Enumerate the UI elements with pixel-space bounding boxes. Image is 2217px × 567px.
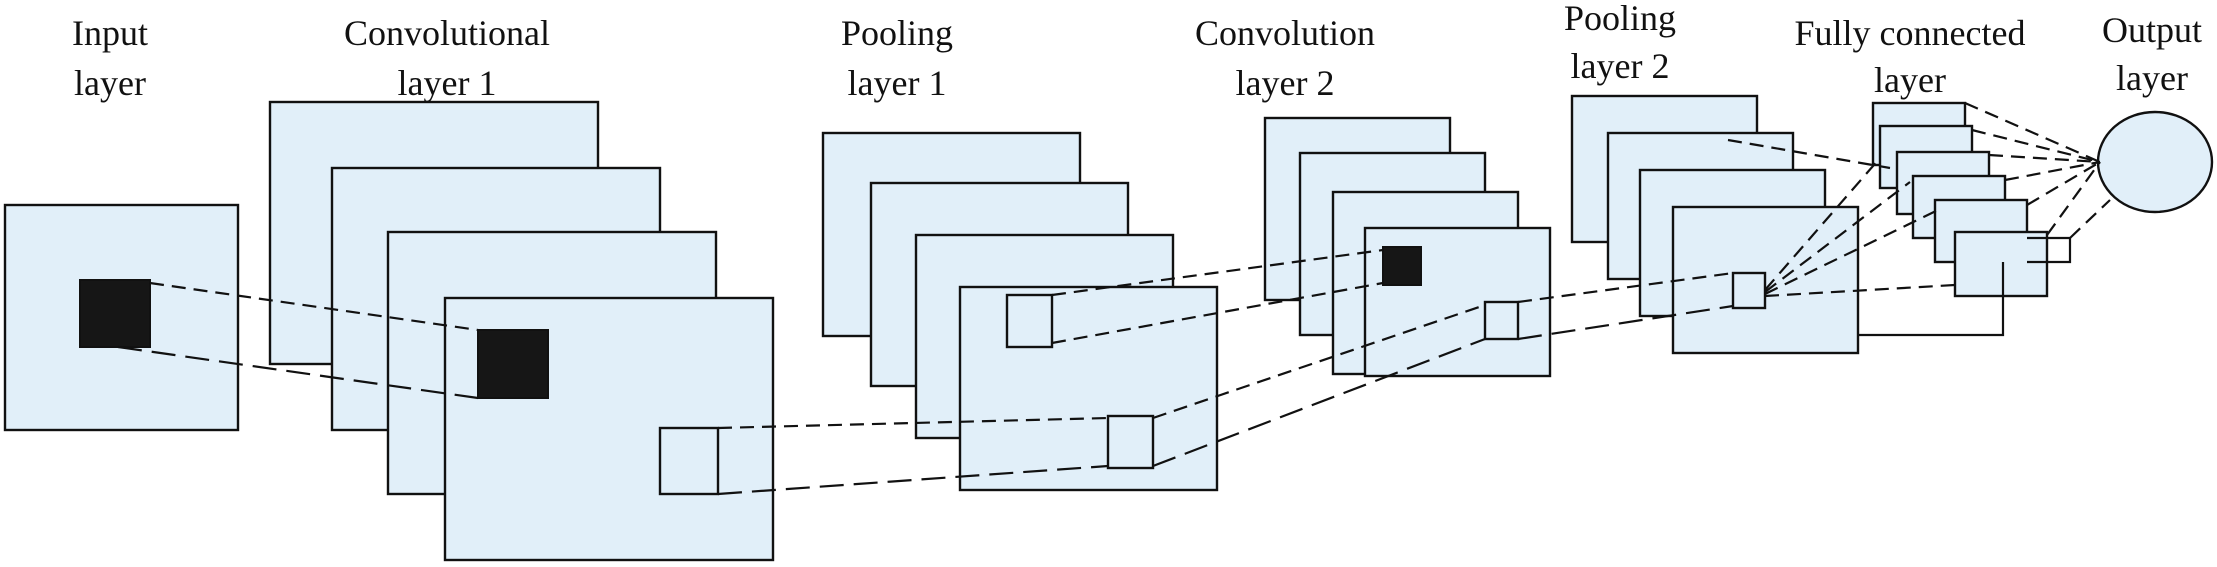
conv1-pool-window <box>658 426 720 496</box>
connection-input-to-conv1-bottom <box>117 345 479 400</box>
pool2-layer <box>1570 94 1860 355</box>
connection-pool2-to-fc-frame <box>1858 262 2005 337</box>
fc-label-line2: layer <box>1874 60 1946 100</box>
pool1-label-line2: layer 1 <box>848 63 947 103</box>
connection-fc-to-output-7 <box>2069 199 2111 239</box>
conv2-label-line2: layer 2 <box>1236 63 1335 103</box>
layer-labels: Input layer Convolutional layer 1 Poolin… <box>72 0 2202 103</box>
fc-label-line1: Fully connected <box>1795 13 2026 53</box>
conv1-label-line1: Convolutional <box>344 13 550 53</box>
conv2-label-line1: Convolution <box>1195 13 1375 53</box>
input-receptive-field <box>79 279 151 348</box>
connection-pool2-to-fc-4 <box>1764 283 1956 298</box>
conv1-layer <box>268 100 775 562</box>
connection-fc-frame-right <box>2027 236 2072 264</box>
pool1-patch-upper <box>1005 293 1054 349</box>
conv2-layer <box>1263 116 1552 378</box>
fc-unit-6 <box>1953 230 2049 298</box>
pool2-patch <box>1731 271 1767 310</box>
connection-pool2-to-fc-3 <box>1764 209 1939 295</box>
fully-connected-layer <box>1871 101 2049 298</box>
connection-conv2-to-pool2-bottom <box>1517 304 1734 341</box>
connection-fc-to-output-6 <box>2046 161 2101 236</box>
conv2-filter-patch <box>1382 246 1422 286</box>
input-layer-label-line1: Input <box>72 13 148 53</box>
output-layer <box>2096 110 2214 214</box>
connection-pool2-to-fc-2 <box>1764 181 1911 293</box>
connection-conv2-to-pool2-top <box>1517 271 1734 304</box>
connection-pool2-to-fc-top <box>1727 138 1891 170</box>
connection-fc-to-output-4 <box>2004 160 2101 182</box>
conv2-pool-window <box>1483 300 1520 341</box>
connection-fc-to-output-5 <box>2026 161 2101 206</box>
connection-fc-to-output-1 <box>1964 101 2101 164</box>
pool2-label-line2: layer 2 <box>1571 46 1670 86</box>
pool1-layer <box>821 131 1219 492</box>
input-layer-label-line2: layer <box>74 63 146 103</box>
output-node <box>2096 110 2214 214</box>
connection-pool1-lower-to-conv2 <box>1152 337 1486 468</box>
connection-pool1-lower-to-conv2-top <box>1152 303 1486 420</box>
connection-input-to-conv1-top <box>149 281 479 332</box>
connection-pool2-to-fc-1 <box>1764 157 1881 291</box>
connection-lines <box>117 101 2111 496</box>
connection-conv1-to-pool1-bottom <box>717 464 1109 496</box>
connection-pool1-to-conv2-bottom <box>1051 281 1384 345</box>
connection-fc-to-output-3 <box>1988 153 2101 164</box>
connection-pool1-to-conv2-top <box>1051 248 1384 297</box>
pool1-patch-lower <box>1106 414 1155 470</box>
pool1-feature-map-4 <box>958 285 1219 492</box>
conv1-label-line2: layer 1 <box>398 63 497 103</box>
pool1-label-line1: Pooling <box>841 13 953 53</box>
pool2-label-line1: Pooling <box>1564 0 1676 38</box>
conv1-filter-patch <box>477 329 549 399</box>
output-label-line2: layer <box>2116 58 2188 98</box>
input-layer <box>3 203 240 432</box>
output-label-line1: Output <box>2102 10 2202 50</box>
